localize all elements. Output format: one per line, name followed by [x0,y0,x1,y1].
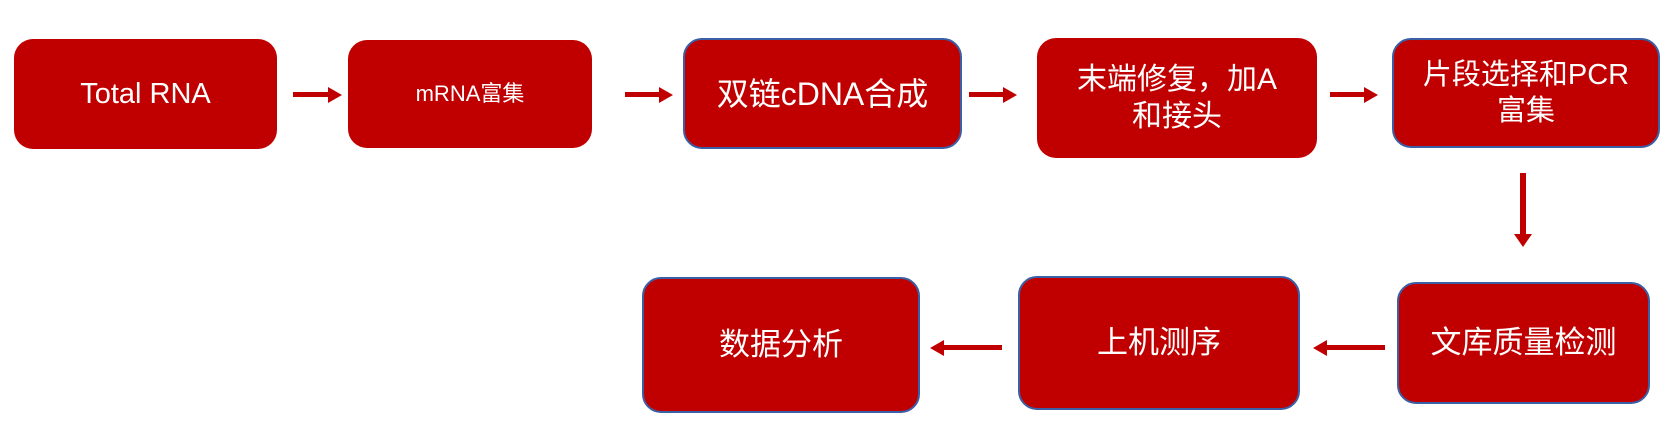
node-label: 文库质量检测 [1430,324,1617,360]
flow-node-data-analysis: 数据分析 [642,277,920,413]
node-label: 上机测序 [1097,324,1221,360]
arrow-right-icon-cdna-to-end-repair [969,92,1003,97]
flow-node-ds-cdna-synthesis: 双链cDNA合成 [683,38,962,149]
flow-node-sequencing: 上机测序 [1018,276,1300,410]
node-label: 片段选择和PCR 富集 [1422,58,1630,127]
flow-node-total-rna: Total RNA [14,39,277,149]
arrow-left-icon-sequencing-to-analysis [944,345,1002,350]
arrow-right-icon-mrna-to-cdna [625,92,659,97]
arrow-right-icon-total-rna-to-mrna [293,92,328,97]
arrow-left-icon-library-qc-to-sequencing [1327,345,1385,350]
node-label: mRNA富集 [415,81,525,107]
node-label: 双链cDNA合成 [716,75,929,112]
flow-node-mrna-enrichment: mRNA富集 [348,40,592,148]
flow-node-library-qc: 文库质量检测 [1397,282,1650,404]
flow-node-end-repair-a-adapter: 末端修复，加A 和接头 [1037,38,1317,158]
node-label: 末端修复，加A 和接头 [1076,62,1277,134]
node-label: 数据分析 [719,326,843,362]
arrow-down-icon-fragment-to-library-qc [1520,173,1526,234]
arrow-right-icon-end-repair-to-fragment [1330,92,1364,97]
flow-node-fragment-selection-pcr: 片段选择和PCR 富集 [1392,38,1660,148]
node-label: Total RNA [80,77,211,110]
